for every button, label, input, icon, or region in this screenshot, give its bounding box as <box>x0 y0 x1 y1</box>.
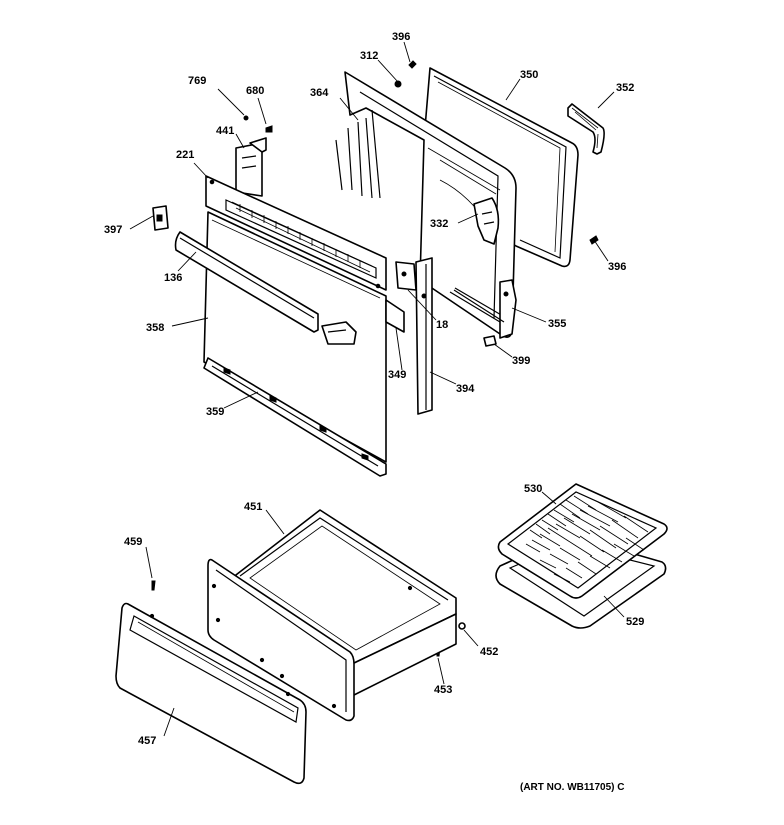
hinge-block-332 <box>473 197 500 245</box>
label-355: 355 <box>548 318 566 330</box>
drawer-front-457 <box>115 602 307 785</box>
label-452: 452 <box>480 646 498 658</box>
label-18: 18 <box>436 319 448 331</box>
label-358: 358 <box>146 322 164 334</box>
label-394: 394 <box>456 383 475 395</box>
label-457: 457 <box>138 735 156 747</box>
label-529: 529 <box>626 616 644 628</box>
label-680: 680 <box>246 85 264 97</box>
latch-plate <box>321 321 357 345</box>
top-trim-221 <box>205 175 387 291</box>
broiler-grid-530 <box>497 483 668 599</box>
label-451: 451 <box>244 501 262 513</box>
art-number: (ART NO. WB11705) C <box>520 782 624 793</box>
label-396-right: 396 <box>608 261 626 273</box>
label-396-top: 396 <box>392 31 410 43</box>
label-136: 136 <box>164 272 182 284</box>
label-530: 530 <box>524 483 542 495</box>
bottom-trim-359 <box>203 357 387 477</box>
label-399: 399 <box>512 355 530 367</box>
bracket-441 <box>235 137 267 197</box>
hinge-355 <box>453 279 517 339</box>
gasket-352 <box>567 103 605 155</box>
drawer-body-451 <box>207 509 457 722</box>
label-350: 350 <box>520 69 538 81</box>
label-453: 453 <box>434 684 452 696</box>
label-312: 312 <box>360 50 378 62</box>
label-364: 364 <box>310 87 329 99</box>
label-441: 441 <box>216 125 234 137</box>
label-332: 332 <box>430 218 448 230</box>
handle-136 <box>174 231 319 333</box>
side-trim-349 <box>385 299 405 333</box>
label-221: 221 <box>176 149 194 161</box>
clip-397 <box>152 205 169 231</box>
side-channel-394 <box>395 257 433 415</box>
label-769: 769 <box>188 75 206 87</box>
label-397: 397 <box>104 224 122 236</box>
label-352: 352 <box>616 82 634 94</box>
label-359: 359 <box>206 406 224 418</box>
part-labels: 769 680 441 221 397 136 358 359 364 312 … <box>104 31 644 747</box>
leader-lines <box>129 41 625 737</box>
label-459: 459 <box>124 536 142 548</box>
label-349: 349 <box>388 369 406 381</box>
grid-slots <box>525 495 649 583</box>
